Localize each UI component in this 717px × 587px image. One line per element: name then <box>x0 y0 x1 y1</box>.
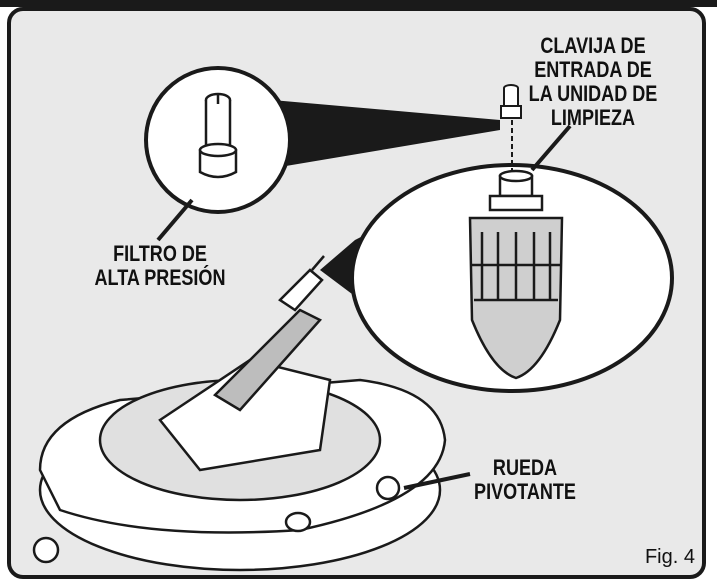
inlet-pin-drawing <box>500 84 522 119</box>
nozzle-detail-drawing <box>468 169 564 380</box>
inlet-pin-leader-line <box>530 124 572 172</box>
filter-label: FILTRO DE ALTA PRESIÓN <box>94 241 226 290</box>
top-border-band <box>0 0 717 7</box>
filter-detail-drawing <box>198 92 238 179</box>
inlet-pin-label: CLAVIJA DE ENTRADA DE LA UNIDAD DE LIMPI… <box>528 33 658 130</box>
figure-number: Fig. 4 <box>644 546 695 568</box>
filter-leader-line <box>156 198 194 242</box>
wheel-leader-line <box>403 472 471 490</box>
surface-cleaner-drawing <box>32 255 447 572</box>
wheel-label: RUEDA PIVOTANTE <box>474 455 576 504</box>
filter-callout-cone <box>262 100 500 170</box>
